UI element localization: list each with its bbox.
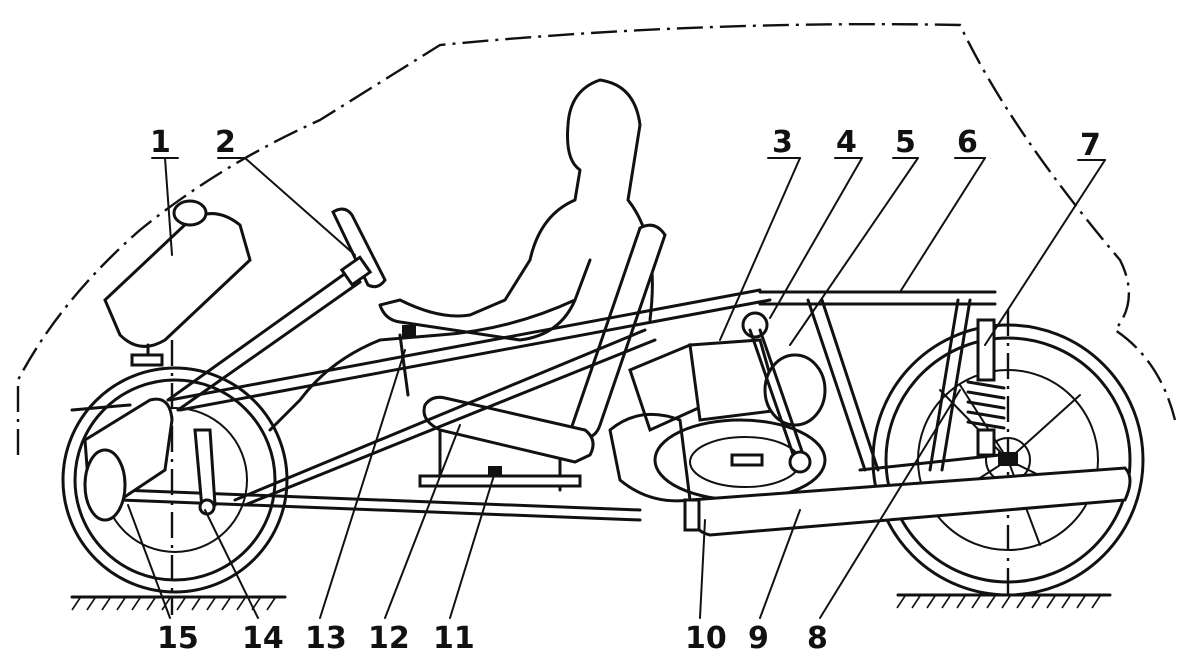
leader-lines [127,157,1106,619]
callout-1: 1 [150,125,171,160]
callout-12: 12 [368,621,410,656]
callout-9: 9 [748,621,769,656]
callout-5: 5 [895,125,916,160]
callout-11: 11 [433,621,475,656]
callout-10: 10 [685,621,727,656]
ground-rear [896,593,1112,609]
engine [608,311,827,503]
rear-shock [966,318,1018,466]
fuel-tank [103,199,252,367]
callout-8: 8 [807,621,828,656]
callout-4: 4 [836,125,857,160]
callout-14: 14 [242,621,284,656]
steering [166,207,387,412]
front-wheel [61,340,289,615]
callout-15: 15 [157,621,199,656]
callout-labels: 1 2 3 4 5 6 7 15 14 13 12 11 10 9 8 [150,125,1101,656]
callout-6: 6 [957,125,978,160]
callout-3: 3 [772,125,793,160]
callout-2: 2 [215,125,236,160]
front-suspension [70,397,217,522]
callout-7: 7 [1080,128,1101,163]
swing-arm [683,453,1132,537]
seat [418,223,667,492]
callout-13: 13 [305,621,347,656]
driver-figure [268,78,654,432]
body-outline [16,22,1177,455]
ground-front [70,595,287,611]
